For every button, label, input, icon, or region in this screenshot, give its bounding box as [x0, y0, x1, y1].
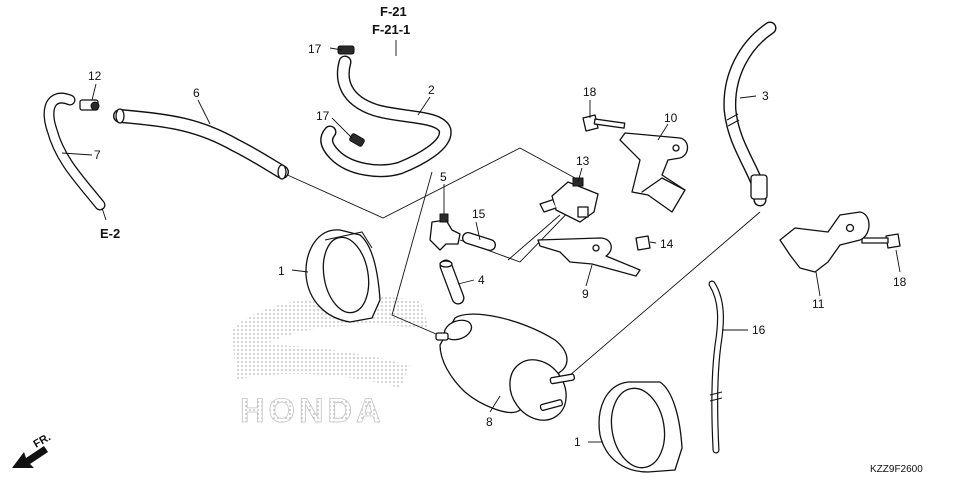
diagram-code: KZZ9F2600: [870, 464, 923, 475]
callout-16: 16: [752, 323, 766, 337]
part-14-bolt: [635, 235, 651, 251]
part-2-hose: [320, 55, 452, 178]
part-5-joint: [429, 213, 461, 251]
callout-9: 9: [582, 287, 589, 301]
part-1-strap-left: [305, 229, 381, 323]
callout-15: 15: [472, 207, 486, 221]
part-18-bolt-right: [861, 233, 901, 249]
part-4-hose: [439, 259, 465, 305]
callout-14: 14: [660, 237, 674, 251]
callout-1-left: 1: [278, 264, 285, 278]
part-13-valve: [539, 177, 599, 223]
callout-17-upper: 17: [308, 42, 322, 56]
callouts: 1 1 2 3 4 5 6 7 8 9 10 11 12 13 14 15 16…: [88, 42, 907, 449]
callout-4: 4: [478, 273, 485, 287]
part-8-canister: [435, 313, 576, 421]
front-arrow-icon: [12, 446, 48, 468]
honda-wing-watermark: [232, 296, 430, 388]
part-15-tube: [462, 232, 496, 251]
callout-6: 6: [193, 86, 200, 100]
part-16-hose: [708, 280, 724, 454]
callout-13: 13: [576, 154, 590, 168]
callout-3: 3: [762, 89, 769, 103]
assembly-lines: [282, 147, 761, 389]
leader-lines: [61, 47, 901, 443]
callout-12: 12: [88, 69, 102, 83]
part-17-clamp-lower: [349, 133, 365, 147]
honda-watermark-text: HONDA: [240, 392, 385, 430]
part-1-strap-right: [598, 381, 683, 473]
callout-17-lower: 17: [316, 109, 330, 123]
ref-e2: E-2: [100, 226, 120, 241]
part-7-hose: [43, 92, 106, 211]
callout-8: 8: [486, 415, 493, 429]
callout-18-right: 18: [893, 275, 907, 289]
part-3-hose: [723, 21, 777, 207]
part-12-fitting: [79, 99, 100, 111]
callout-1-right: 1: [574, 435, 581, 449]
part-10-bracket: [619, 132, 689, 213]
callout-5: 5: [440, 170, 447, 184]
ref-f21-1: F-21-1: [372, 22, 410, 37]
callout-18-upper: 18: [583, 85, 597, 99]
part-9-bracket: [537, 237, 641, 277]
ref-f21: F-21: [380, 4, 407, 19]
part-11-bracket: [779, 211, 870, 273]
part-17-clamp-upper: [337, 45, 355, 55]
callout-11: 11: [812, 297, 825, 311]
front-label: FR.: [32, 431, 53, 450]
callout-7: 7: [94, 148, 101, 162]
callout-10: 10: [664, 111, 678, 125]
part-18-bolt-upper: [582, 114, 626, 132]
callout-2: 2: [428, 83, 435, 97]
part-6-hose: [113, 108, 289, 180]
